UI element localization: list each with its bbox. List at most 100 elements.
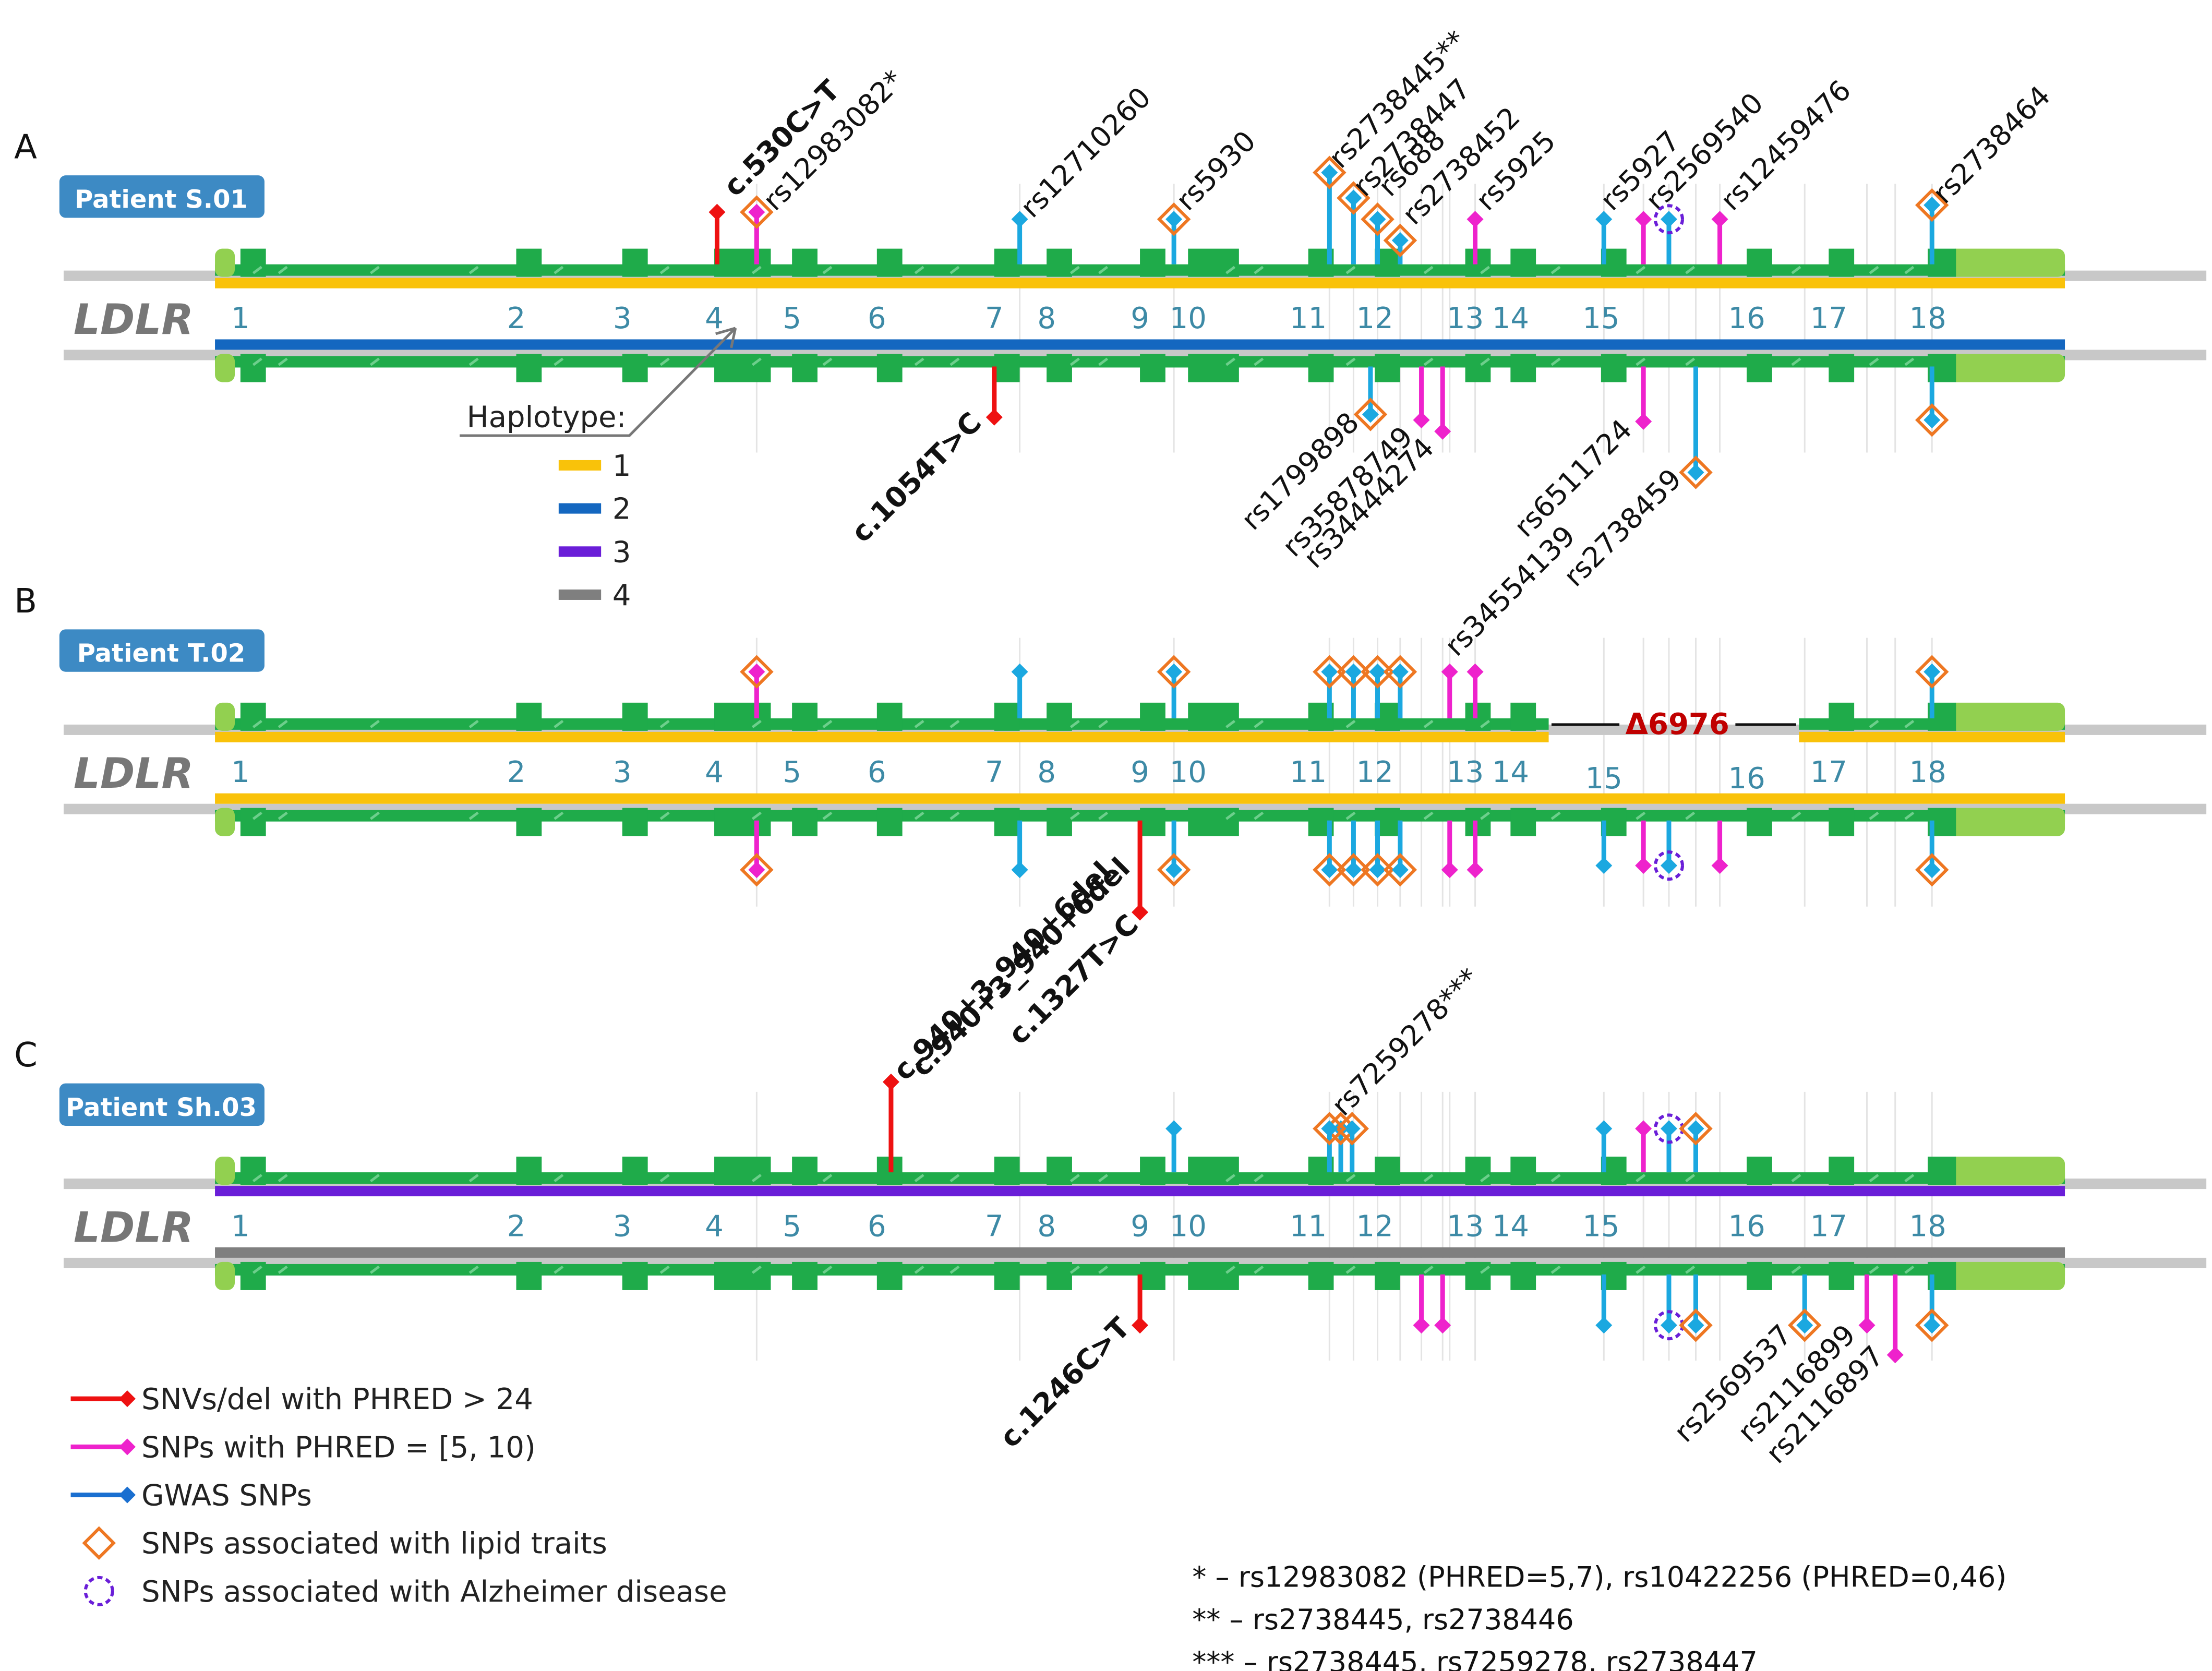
intron-chevron <box>1225 1174 1236 1183</box>
exon-block <box>1829 702 1855 731</box>
exon-block <box>1510 808 1536 836</box>
exon-block <box>622 702 648 731</box>
exon-block <box>1601 354 1627 382</box>
exon-number: 17 <box>1810 302 1847 335</box>
panel-letter: B <box>14 582 37 621</box>
haplotype-stripe-bottom <box>215 793 2065 804</box>
intron-chevron <box>949 266 960 274</box>
panel-letter: C <box>14 1036 38 1075</box>
variant-marker-head <box>1132 1317 1149 1334</box>
variant-marker-head <box>1635 857 1652 874</box>
intron-chevron <box>949 1174 960 1183</box>
patient-badge <box>59 175 265 218</box>
exon-number: 13 <box>1447 755 1484 789</box>
intron-chevron <box>1550 1265 1561 1274</box>
intron-chevron <box>751 357 762 366</box>
variant-marker-head <box>985 408 1003 426</box>
variant-label: rs5930 <box>1170 125 1262 217</box>
intron-chevron <box>1636 357 1646 366</box>
exon-block <box>1047 1157 1072 1185</box>
variant-marker-head <box>1635 1120 1652 1137</box>
exon-block <box>1747 1157 1772 1185</box>
intron-chevron <box>1869 266 1879 274</box>
intron-chevron <box>1254 266 1264 274</box>
variant-marker-head <box>1165 1120 1183 1137</box>
exon-block <box>994 808 1020 836</box>
lipid-trait-marker <box>1361 853 1394 887</box>
exon-block <box>1047 248 1072 277</box>
intron-chevron <box>1069 811 1080 820</box>
haplotype-stripe-bottom <box>215 1247 2065 1258</box>
intron-chevron <box>914 811 924 820</box>
intron-chevron <box>1904 266 1915 274</box>
lipid-trait-marker <box>1361 655 1394 689</box>
exon-number: 13 <box>1447 302 1484 335</box>
exon-block <box>1829 1261 1855 1290</box>
intron-chevron <box>1791 266 1801 274</box>
exon-block <box>1188 1261 1239 1290</box>
intron-chevron <box>1685 266 1696 274</box>
exon-block <box>1465 1157 1491 1185</box>
utr-5prime <box>215 1261 235 1290</box>
lipid-trait-marker <box>1915 1308 1949 1342</box>
intron-chevron <box>1345 1265 1356 1274</box>
intron-chevron <box>1550 1174 1561 1183</box>
haplotype-swatch <box>558 589 602 600</box>
intron-chevron <box>1098 719 1109 728</box>
variant-marker-head <box>1441 663 1458 680</box>
intron-chevron <box>1480 266 1490 274</box>
intron-chevron <box>1069 1174 1080 1183</box>
exon-number: 18 <box>1909 302 1946 335</box>
patient-badge <box>59 1083 265 1126</box>
intron-chevron <box>949 719 960 728</box>
intron-chevron <box>1345 1174 1356 1183</box>
lipid-trait-marker <box>1337 181 1371 215</box>
exon-number: 12 <box>1356 755 1393 789</box>
exon-block <box>1510 1157 1536 1185</box>
gene-name: LDLR <box>74 1203 194 1252</box>
variant-marker-head <box>1660 1317 1677 1334</box>
intron-chevron <box>751 1174 762 1183</box>
intron-chevron <box>751 719 762 728</box>
intron-chevron <box>1098 1265 1109 1274</box>
utr-3prime <box>1949 808 2065 836</box>
intron-chevron <box>1225 357 1236 366</box>
intron-chevron <box>369 811 380 820</box>
intron-chevron <box>278 357 288 366</box>
gene-name: LDLR <box>74 749 194 798</box>
variant-marker-head <box>1687 1317 1704 1334</box>
intron-chevron <box>1069 719 1080 728</box>
exon-block <box>714 248 771 277</box>
exon-number: 11 <box>1290 1209 1327 1243</box>
intron-chevron <box>914 266 924 274</box>
exon-block <box>1510 248 1536 277</box>
exon-block <box>1375 1261 1400 1290</box>
footnote: ** – rs2738445, rs2738446 <box>1192 1603 1573 1636</box>
intron-chevron <box>1636 811 1646 820</box>
variant-marker-head <box>1660 857 1677 874</box>
intron-chevron <box>822 1174 833 1183</box>
intron-chevron <box>369 357 380 366</box>
intron-chevron <box>1480 357 1490 366</box>
intron-chevron <box>468 811 479 820</box>
exon-block <box>792 248 818 277</box>
variant-marker-head <box>1924 1317 1941 1334</box>
haplotype-swatch <box>558 546 602 557</box>
exon-number: 2 <box>507 302 526 335</box>
variant-marker-head <box>748 203 765 221</box>
variant-marker-head <box>1796 1317 1813 1334</box>
exon-block <box>1829 354 1855 382</box>
exon-number: 6 <box>868 755 886 789</box>
exon-number: 14 <box>1492 302 1529 335</box>
exon-block <box>1928 1157 1956 1185</box>
intron-chevron <box>1791 811 1801 820</box>
lipid-trait-marker <box>1313 1112 1347 1146</box>
intron-chevron <box>1069 1265 1080 1274</box>
intron-chevron <box>1550 811 1561 820</box>
variant-marker-head <box>882 1073 899 1090</box>
exon-block <box>622 1157 648 1185</box>
variant-marker-head <box>1165 211 1183 228</box>
exon-block <box>1047 1261 1072 1290</box>
